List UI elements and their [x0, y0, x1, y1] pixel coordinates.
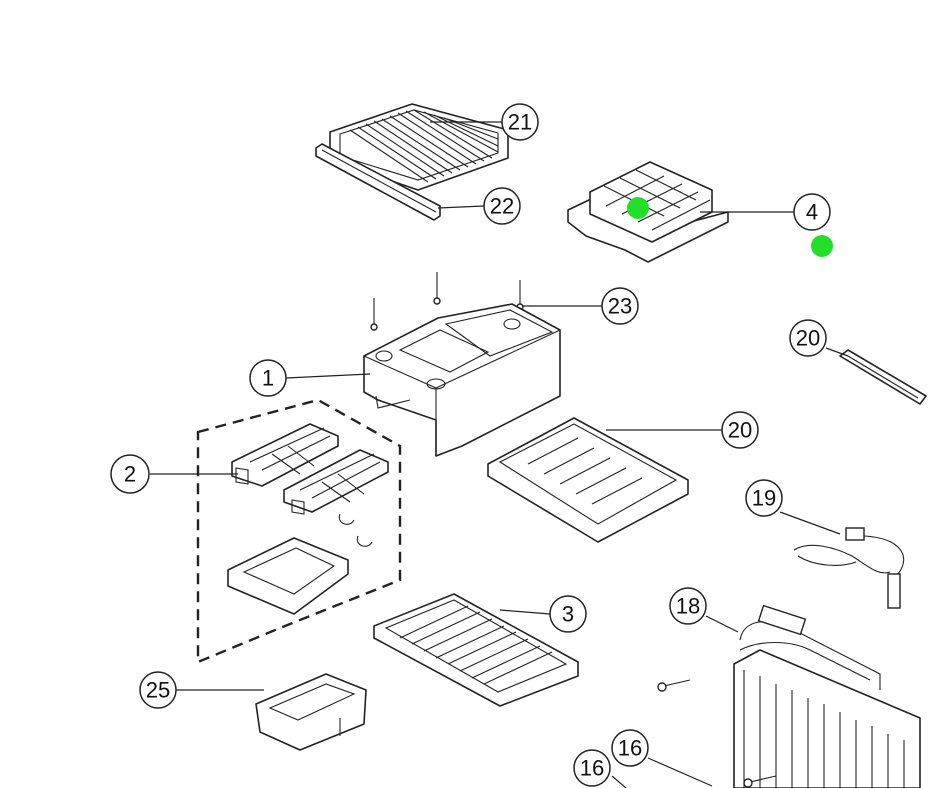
callout-16-lower-label: 16: [580, 756, 604, 781]
callout-19-label: 19: [752, 486, 776, 511]
green-marker-on-tray: [627, 197, 649, 219]
callout-3: 3: [549, 595, 587, 633]
callout-16-upper: 16: [611, 729, 649, 767]
callout-16-upper-label: 16: [618, 736, 642, 761]
callout-20-tray-label: 20: [728, 418, 752, 443]
callout-20-tray: 20: [721, 411, 759, 449]
callout-4-label: 4: [806, 200, 818, 225]
callout-19: 19: [745, 479, 783, 517]
callout-21-label: 21: [508, 110, 532, 135]
callout-21: 21: [501, 103, 539, 141]
callout-25-label: 25: [146, 678, 170, 703]
part-20-drip-tray: [487, 417, 689, 543]
callout-3-label: 3: [562, 602, 574, 627]
part-3-grille-panel: [373, 593, 579, 707]
part-25-small-tray: [255, 673, 367, 751]
callout-20-strip-label: 20: [796, 326, 820, 351]
green-marker-right: [811, 235, 833, 257]
leader-lines: [150, 121, 849, 788]
callout-1-label: 1: [262, 366, 274, 391]
part-20-strip: [839, 349, 927, 405]
part-4-ice-tray: [567, 161, 729, 263]
callout-22-label: 22: [490, 194, 514, 219]
callout-23: 23: [601, 287, 639, 325]
callout-20-strip: 20: [789, 319, 827, 357]
part-1-ice-maker-housing: [363, 303, 561, 457]
part-21-wire-grille: [329, 103, 509, 191]
part-18-condenser-coil: [657, 604, 921, 788]
callout-18: 18: [669, 587, 707, 625]
callout-2: 2: [110, 454, 150, 494]
part-2-kit-group: [196, 398, 402, 664]
callout-25: 25: [139, 671, 177, 709]
callout-4: 4: [793, 193, 831, 231]
callout-23-label: 23: [608, 294, 632, 319]
part-19-wire-harness: [793, 527, 905, 609]
callout-2-label: 2: [124, 462, 136, 487]
callout-18-label: 18: [676, 594, 700, 619]
part-22-trim-strip: [315, 143, 441, 221]
callout-22: 22: [483, 187, 521, 225]
callout-1: 1: [249, 359, 287, 397]
callout-16-lower: 16: [573, 749, 611, 787]
